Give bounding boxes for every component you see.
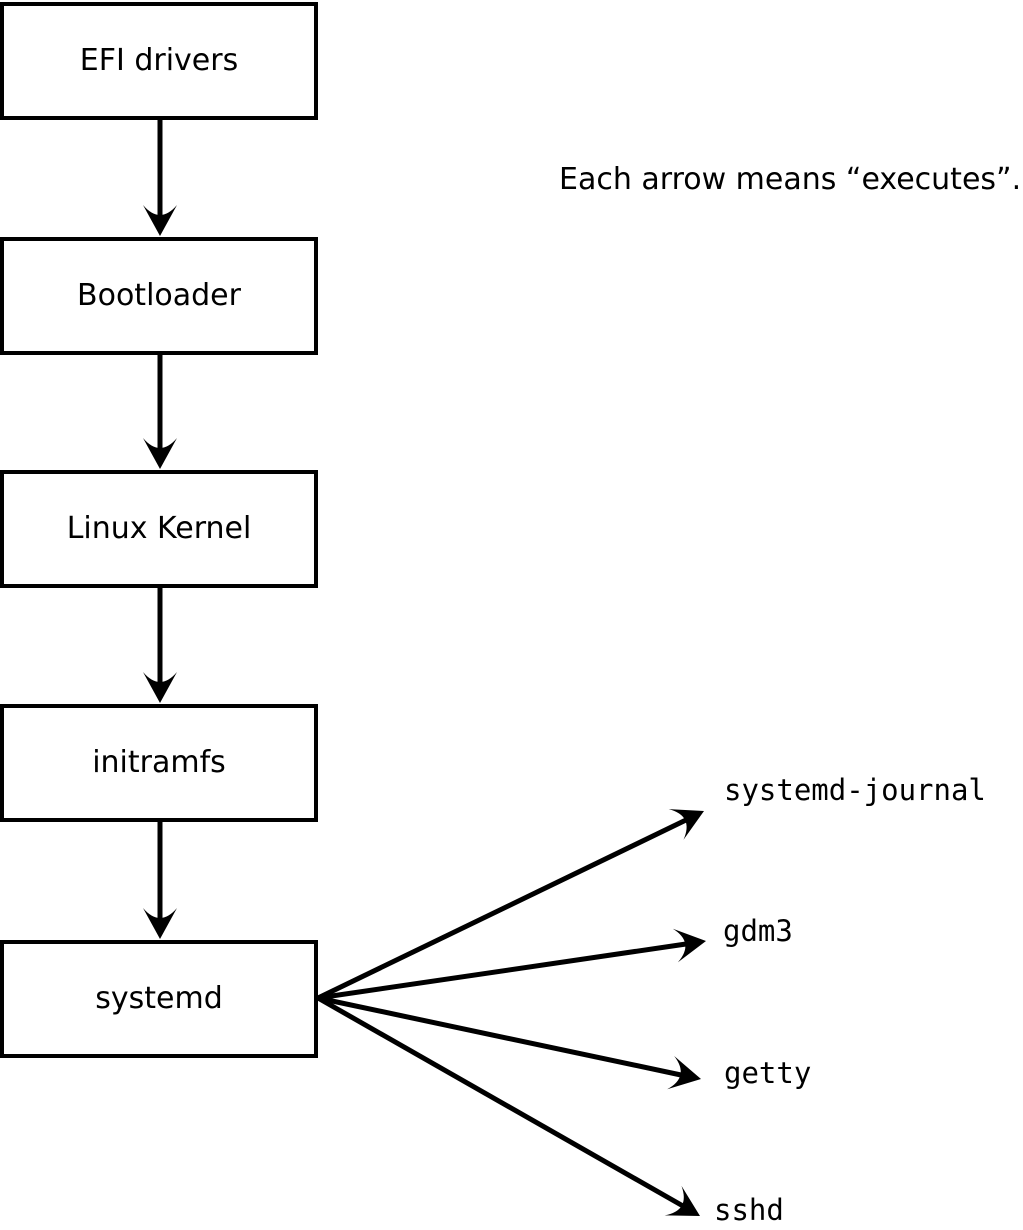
arrow-systemd-to-journal [316, 817, 688, 1001]
arrowhead-icon [143, 672, 177, 703]
node-linux-kernel: Linux Kernel [0, 470, 318, 588]
node-label: Linux Kernel [66, 511, 252, 546]
target-getty: getty [724, 1056, 812, 1090]
node-label: systemd [95, 981, 223, 1016]
arrowhead-icon [143, 438, 177, 469]
node-systemd: systemd [0, 940, 318, 1058]
arrowhead-icon [143, 908, 177, 939]
node-initramfs: initramfs [0, 704, 318, 822]
node-label: Bootloader [77, 278, 241, 313]
node-bootloader: Bootloader [0, 237, 318, 355]
arrowhead-icon [668, 809, 704, 840]
target-sshd: sshd [714, 1193, 784, 1227]
arrowhead-icon [143, 205, 177, 236]
arrow-systemd-to-sshd [316, 995, 685, 1209]
legend-annotation: Each arrow means “executes”. [559, 162, 1022, 197]
target-systemd-journal: systemd-journal [724, 773, 986, 807]
arrow-systemd-to-getty [317, 995, 682, 1078]
node-label: EFI drivers [79, 43, 239, 78]
target-gdm3: gdm3 [723, 914, 793, 948]
node-efi-drivers: EFI drivers [0, 2, 318, 120]
arrowhead-icon [667, 1055, 701, 1090]
arrow-systemd-to-gdm3 [317, 941, 687, 1001]
node-label: initramfs [92, 745, 226, 780]
arrowhead-icon [664, 1185, 700, 1216]
arrowhead-icon [672, 928, 706, 963]
